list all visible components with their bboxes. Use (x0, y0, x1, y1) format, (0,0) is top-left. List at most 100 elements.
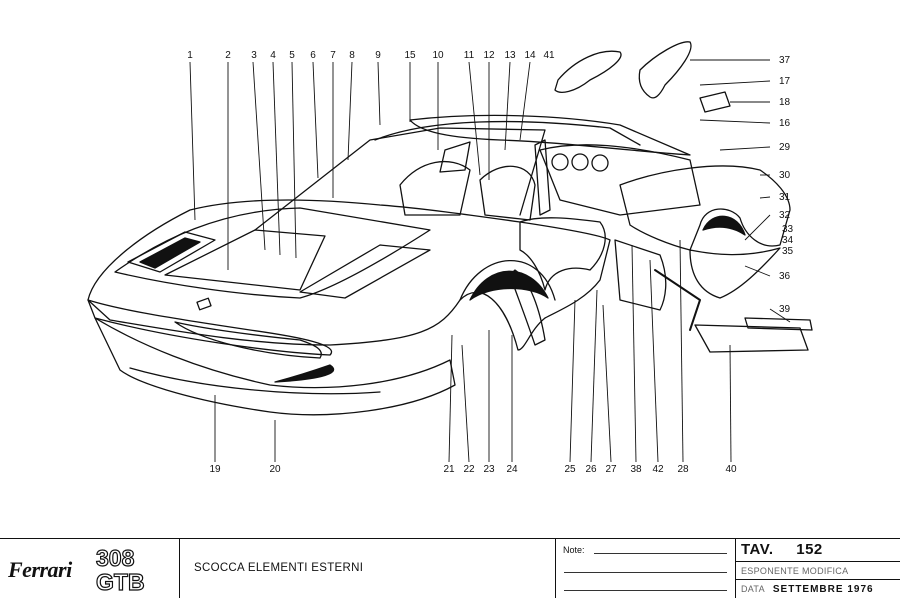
ferrari-logo: Ferrari (8, 557, 72, 582)
callout-22: 22 (463, 464, 475, 475)
callout-38: 38 (630, 464, 642, 475)
windshield-frame (254, 127, 546, 231)
callout-16: 16 (779, 118, 791, 129)
note-line (564, 590, 727, 591)
front-badge (196, 297, 212, 311)
callout-30: 30 (779, 170, 791, 181)
hood-vent-right (299, 244, 431, 299)
door-pillar (534, 139, 551, 216)
callout-5: 5 (289, 50, 295, 61)
callout-2: 2 (225, 50, 231, 61)
air-duct-37 (638, 41, 692, 99)
interior-dash (439, 141, 471, 173)
callout-28: 28 (677, 464, 689, 475)
front-wheel-arch (459, 259, 556, 301)
nose-opening (174, 321, 322, 359)
hood-panel (164, 229, 326, 291)
callout-13: 13 (504, 50, 516, 61)
callout-1: 1 (187, 50, 193, 61)
vent-hole-2 (571, 153, 589, 171)
divider (736, 579, 900, 580)
callout-26: 26 (585, 464, 597, 475)
callout-20: 20 (269, 464, 281, 475)
hood-vent-left-fill (139, 237, 201, 269)
data-value: SETTEMBRE 1976 (772, 584, 874, 595)
callout-11: 11 (464, 50, 475, 61)
strip-39 (744, 317, 813, 331)
callout-41: 41 (543, 50, 555, 61)
wheel-well-black (469, 270, 549, 301)
callout-6: 6 (310, 50, 316, 61)
model-badge: 308 GTB (95, 545, 145, 593)
divider (736, 561, 900, 562)
callout-19: 19 (209, 464, 221, 475)
callout-34: 34 (782, 235, 794, 246)
callout-40: 40 (725, 464, 737, 475)
front-hood (114, 207, 431, 299)
description-cell: SCOCCA ELEMENTI ESTERNI (180, 539, 556, 598)
plate-number-row: TAV. 152 (741, 541, 823, 558)
vent-hole-3 (591, 154, 609, 172)
nose-front (87, 299, 333, 356)
callout-14: 14 (524, 50, 536, 61)
callout-42: 42 (652, 464, 664, 475)
callout-17: 17 (779, 76, 791, 87)
callout-12: 12 (483, 50, 495, 61)
title-block: Ferrari 308 GTB SCOCCA ELEMENTI ESTERNI … (0, 538, 900, 598)
callout-21: 21 (443, 464, 455, 475)
front-spoiler-shadow (129, 367, 381, 395)
engine-bay (539, 144, 701, 216)
roof-rail (374, 120, 641, 146)
callout-3: 3 (251, 50, 257, 61)
roof-top (409, 114, 691, 156)
callout-29: 29 (779, 142, 791, 153)
vent-hole-1 (551, 153, 569, 171)
grille-18 (699, 91, 731, 113)
callout-27: 27 (605, 464, 617, 475)
callout-35: 35 (782, 246, 794, 257)
callout-7: 7 (330, 50, 336, 61)
callout-24: 24 (506, 464, 518, 475)
note-label: Note: (563, 545, 585, 555)
notes-cell: Note: (556, 539, 736, 598)
front-spoiler-black (274, 364, 335, 383)
date-row: DATA SETTEMBRE 1976 (741, 584, 874, 595)
rear-quarter (619, 165, 791, 251)
callout-18: 18 (779, 97, 791, 108)
interior-seat-left (399, 160, 471, 216)
model-number: 308 (96, 545, 135, 571)
note-line (594, 553, 727, 554)
air-duct-41 (554, 50, 622, 93)
tav-number: 152 (796, 541, 823, 558)
callout-15: 15 (404, 50, 416, 61)
sill-panel (509, 269, 546, 346)
body-shell (87, 199, 611, 351)
data-label: DATA (741, 584, 765, 594)
rear-lower-panel (689, 247, 781, 299)
callout-31: 31 (779, 192, 791, 203)
rear-wheel-well-black (702, 215, 746, 236)
callout-33: 33 (782, 224, 794, 235)
callout-9: 9 (375, 50, 381, 61)
note-line (564, 572, 727, 573)
callout-37: 37 (779, 55, 791, 66)
door-panel (614, 239, 667, 311)
callout-39: 39 (779, 304, 791, 315)
sill-plate-40 (694, 324, 809, 353)
rear-lower-trim (654, 269, 701, 331)
callout-4: 4 (270, 50, 276, 61)
callout-23: 23 (483, 464, 495, 475)
hood-vent-left (127, 231, 216, 273)
plate-info-cell: TAV. 152 ESPONENTE MODIFICA DATA SETTEMBR… (736, 539, 900, 598)
callout-32: 32 (779, 210, 791, 221)
callout-10: 10 (432, 50, 444, 61)
esponente-label: ESPONENTE MODIFICA (741, 566, 849, 576)
callout-36: 36 (779, 271, 791, 282)
front-bumper (94, 317, 456, 416)
tav-label: TAV. (741, 541, 774, 558)
logo-cell: Ferrari 308 GTB (0, 539, 180, 598)
callout-25: 25 (564, 464, 576, 475)
drawing-description: SCOCCA ELEMENTI ESTERNI (194, 562, 364, 574)
